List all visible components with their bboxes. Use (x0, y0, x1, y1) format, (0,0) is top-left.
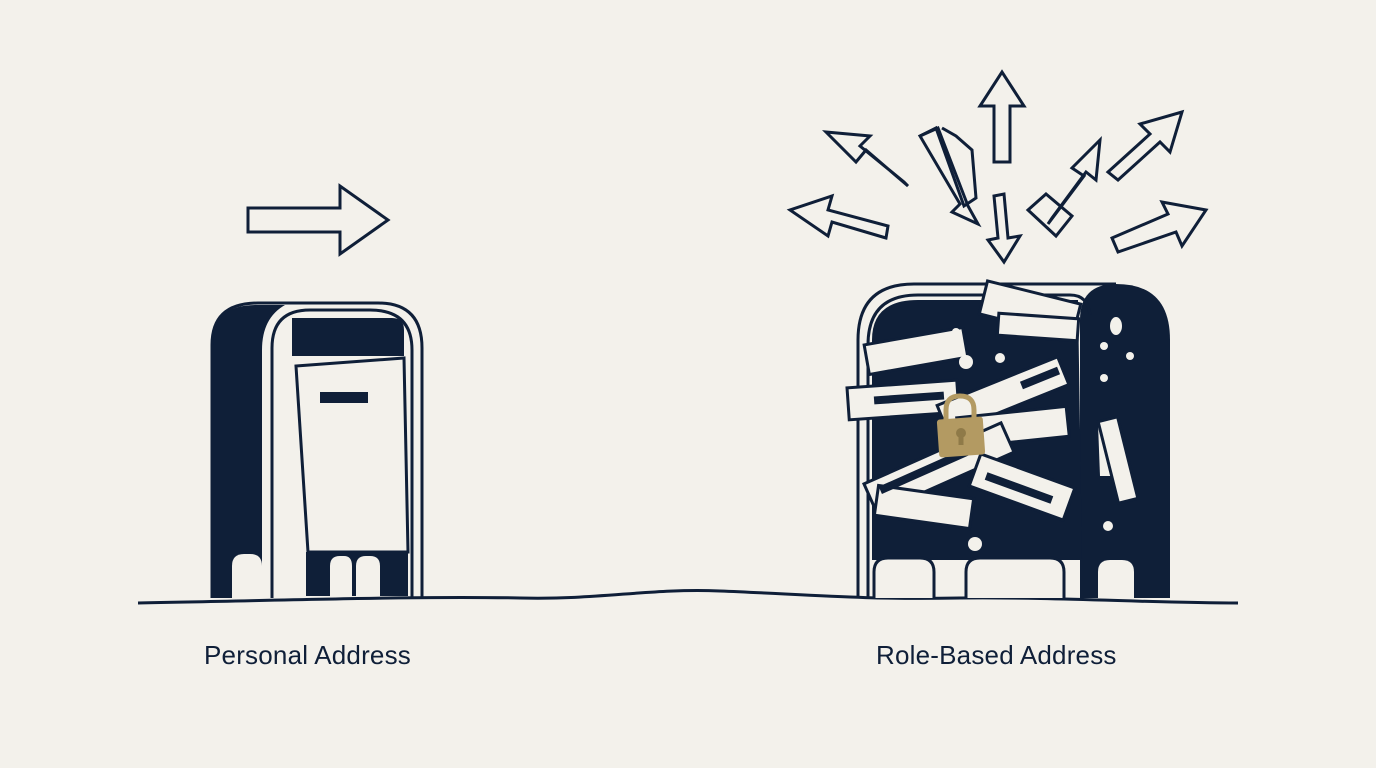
personal-mailbox-icon (210, 301, 424, 598)
scattering-arrow-icon (917, 125, 982, 228)
arrow-right-icon (246, 183, 391, 257)
scattering-arrow-icon (1105, 109, 1185, 182)
scattering-arrow-icon (822, 130, 910, 188)
personal-address-label: Personal Address (204, 640, 411, 670)
role-based-address-label: Role-Based Address (876, 640, 1117, 670)
scattering-arrow-icon (786, 193, 890, 240)
scattering-arrow-icon (1046, 135, 1102, 225)
scattering-arrow-icon (985, 192, 1024, 265)
overflowing-mailbox-icon (845, 279, 1170, 598)
scattering-arrow-icon (977, 69, 1027, 164)
scattering-arrow-icon (1110, 199, 1209, 254)
padlock-icon (936, 393, 986, 458)
scattering-arrows (786, 69, 1209, 265)
ground-line (137, 589, 1239, 605)
scattering-arrow-icon (1025, 192, 1075, 239)
